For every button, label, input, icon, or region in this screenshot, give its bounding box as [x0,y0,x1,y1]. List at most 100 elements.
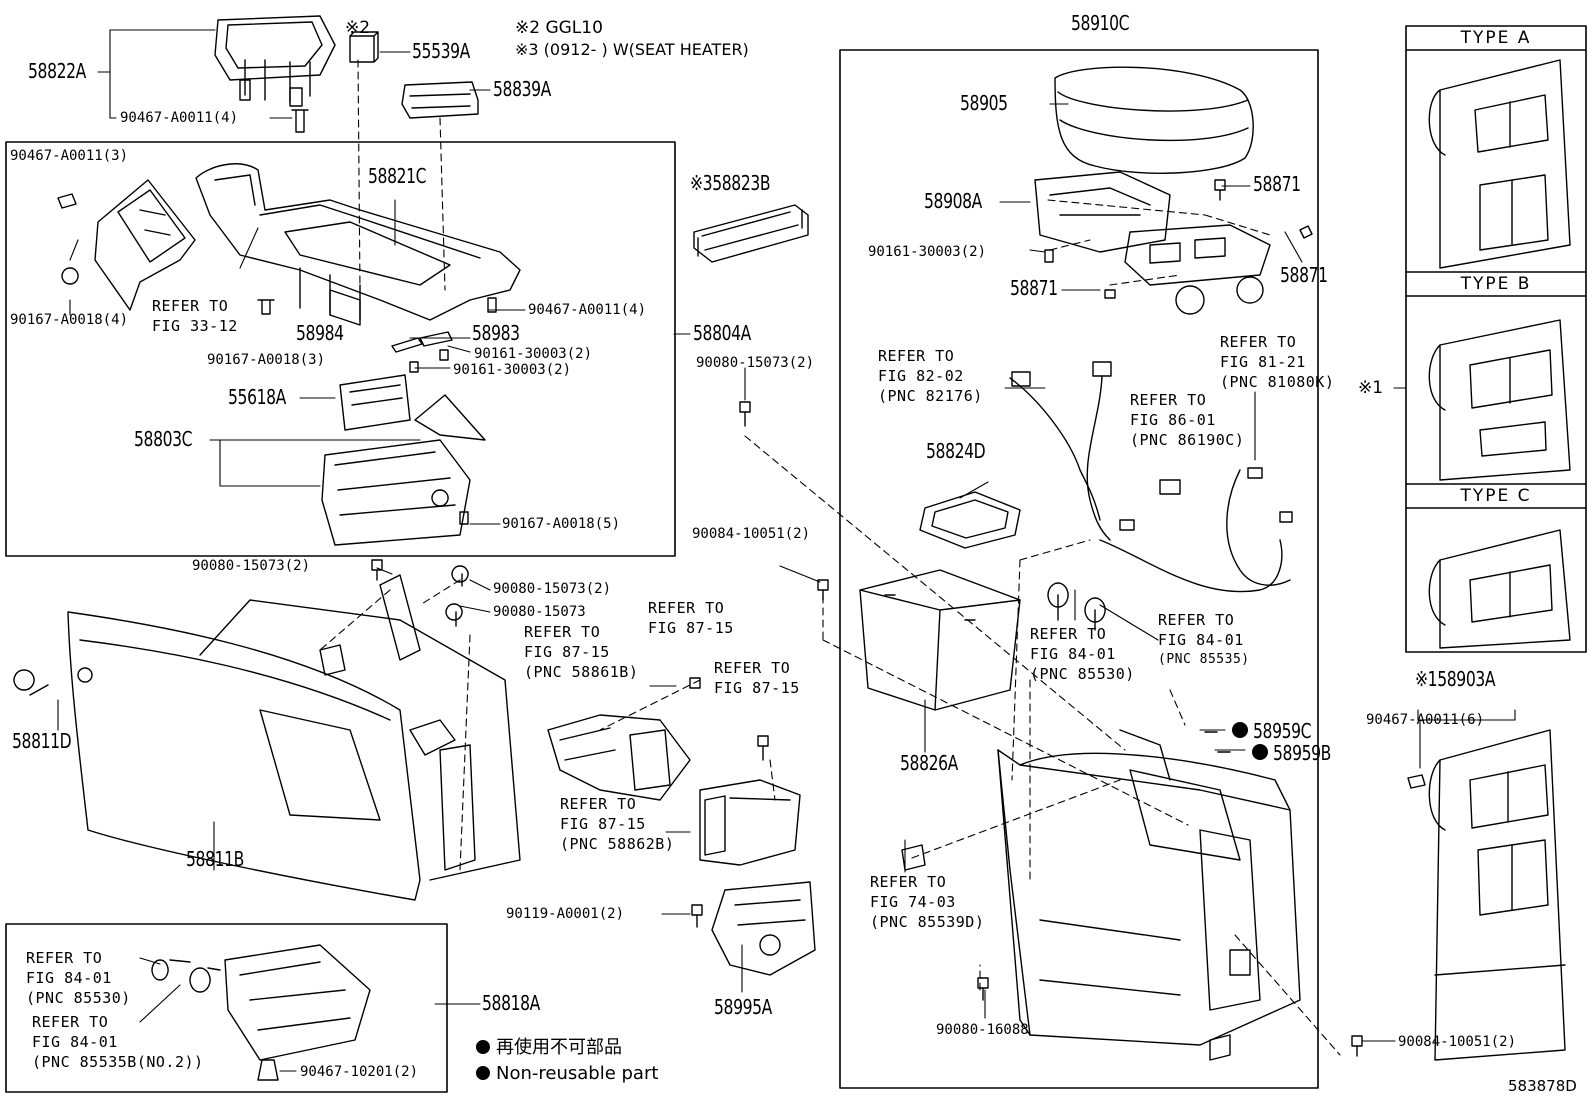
note1-mark: ※1 [1358,378,1384,398]
note2-mark: ※2 [345,18,371,38]
note3-text: ※3 (0912- ) W(SEAT HEATER) [515,40,749,59]
part-55539A: 55539A [412,39,470,63]
clips-58984-58983 [391,297,497,373]
console-body-58910C [997,729,1301,1061]
clip-58811D [13,669,49,696]
vent-type-c [1428,529,1571,649]
part-58839A: 58839A [493,77,551,101]
part-58811B: 58811B [186,847,244,871]
non-reusable-dot-icon [476,1066,490,1080]
bracket-58995A [711,881,816,976]
tray-58823B [693,204,809,263]
fastener-90084-10051-b: 90084-10051(2) [1398,1034,1517,1050]
bolts-90080 [371,401,1363,1057]
armrest-58905 [1054,66,1254,174]
vent-type-b [1428,319,1571,481]
frame-console-upper [5,141,676,557]
type-a-header: TYPE A [1460,28,1532,48]
diagram-id: 583878D [1508,1077,1577,1095]
fastener-90161-30003-a: 90161-30003(2) [474,346,593,362]
wiring-harness [1009,361,1293,593]
non-reusable-markers [1232,722,1268,760]
tray-58822A [214,15,336,107]
fastener-90467-A0011-4-mid: 90467-A0011(4) [528,302,647,318]
part-58818A: 58818A [482,991,540,1015]
liner-58824D [919,491,1021,549]
part-58871-right: 58871 [1280,263,1328,287]
fastener-90084-10051-a: 90084-10051(2) [692,526,811,542]
fastener-90467-10201: 90467-10201(2) [300,1064,419,1080]
part-55618A: 55618A [228,385,286,409]
part-58905: 58905 [960,91,1008,115]
part-58871-left: 58871 [1010,276,1058,300]
switch-58839A [401,81,479,119]
part-58803C: 58803C [134,427,193,451]
part-58908A: 58908A [924,189,982,213]
type-b-header: TYPE B [1460,274,1532,294]
note2-text: ※2 GGL10 [515,18,603,38]
part-58821C: 58821C [368,164,427,188]
clip-90467-A0011-top [291,109,309,133]
vent-58903A [1407,729,1566,1061]
non-reusable-dot-icon [476,1040,490,1054]
part-58903A: ※158903A [1415,667,1496,691]
small-parts-58959 [901,731,1231,871]
fastener-90167-A0018-5: 90167-A0018(5) [502,516,621,532]
duct-58862B [699,779,801,866]
console-upper-58821C [195,163,521,326]
sockets-console [1047,582,1106,631]
frame-switch-panel [5,923,448,1093]
assembly-dashed-lines [319,59,1341,1056]
vent-type-a [1428,59,1571,269]
console-lower-58811B [67,574,521,901]
part-58995A: 58995A [714,995,772,1019]
fastener-90080-15073-c: 90080-15073(2) [493,581,612,597]
part-58826A: 58826A [900,751,958,775]
screws-58871 [1044,179,1313,299]
fastener-90167-A0018-3: 90167-A0018(3) [207,352,326,368]
part-58983: 58983 [472,321,520,345]
box-58826A [859,569,1021,711]
part-58804A: 58804A [693,321,751,345]
fastener-90080-15073-a: 90080-15073(2) [696,355,815,371]
duct-58861B [547,714,691,801]
part-58823B: ※358823B [690,171,771,195]
frame-console-box [839,49,1319,1089]
holder-55618A [339,374,486,441]
frames [5,25,1587,1093]
fastener-90161-30003-c: 90161-30003(2) [868,244,987,260]
frame-types [1405,25,1587,653]
legend-jp: 再使用不可部品 [476,1039,622,1057]
type-c-header: TYPE C [1460,486,1532,506]
box-58803C [321,439,471,546]
part-58871-top: 58871 [1253,172,1301,196]
fastener-90467-A0011-3: 90467-A0011(3) [10,148,129,164]
legend-en: Non-reusable part [476,1065,658,1083]
fastener-90080-16088: 90080-16088 [936,1022,1029,1038]
fastener-90167-A0018-4: 90167-A0018(4) [10,312,129,328]
part-58824D: 58824D [926,439,986,463]
clips-left [57,193,275,315]
hinge-58908A [1034,171,1271,315]
fastener-90161-30003-b: 90161-30003(2) [453,362,572,378]
part-58959C: 58959C [1253,719,1312,743]
fastener-90467-A0011-6: 90467-A0011(6) [1366,712,1485,728]
part-58811D: 58811D [12,729,72,753]
switch-panel-58818A [151,944,371,1081]
part-58959B: 58959B [1273,741,1331,765]
